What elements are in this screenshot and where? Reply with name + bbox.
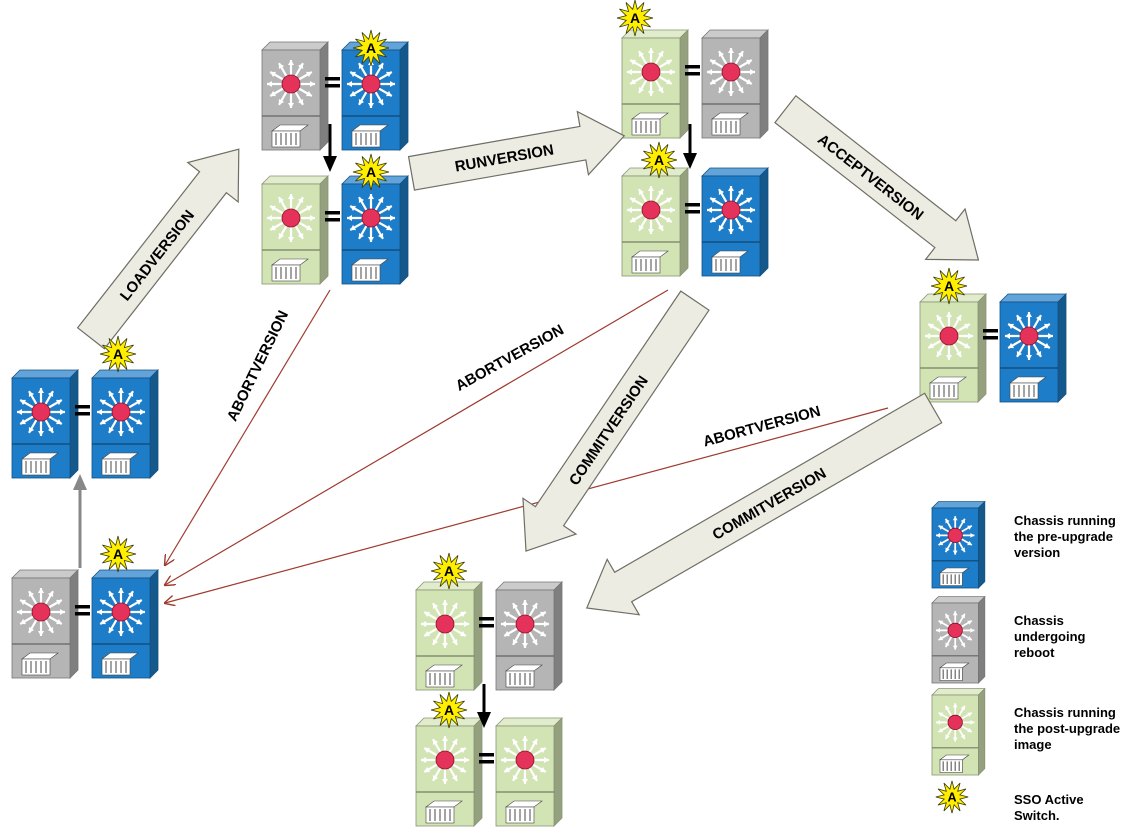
- equals-link-icon: [479, 617, 494, 628]
- star-badge-icon: A: [430, 691, 468, 729]
- equals-link-icon: [75, 605, 90, 616]
- switch-chassis-icon: [261, 175, 329, 285]
- legend-pre-upgrade: Chassis running the pre-upgrade version: [1014, 513, 1116, 560]
- switch-chassis-icon: [415, 581, 483, 691]
- switch-chassis-icon: [495, 581, 563, 691]
- svg-text:COMMITVERSION: COMMITVERSION: [566, 373, 652, 489]
- legend-reboot: Chassis undergoing reboot: [1014, 613, 1086, 660]
- svg-text:A: A: [113, 346, 123, 362]
- equals-link-icon: [325, 211, 340, 222]
- svg-text:A: A: [630, 10, 640, 26]
- loadversion-arrow: LOADVERSION: [76, 148, 240, 350]
- switch-chassis-icon: [919, 293, 987, 403]
- reload-arrow: [73, 474, 87, 568]
- equals-link-icon: [983, 329, 998, 340]
- abortversion-label: ABORTVERSION: [453, 321, 567, 394]
- switch-chassis-icon: [931, 595, 986, 684]
- runversion-arrow: RUNVERSION: [407, 110, 626, 191]
- star-badge-icon: A: [352, 29, 390, 67]
- svg-text:A: A: [113, 546, 123, 562]
- star-badge-icon: A: [352, 153, 390, 191]
- svg-text:COMMITVERSION: COMMITVERSION: [710, 465, 830, 544]
- switch-chassis-icon: [495, 717, 563, 827]
- star-badge-icon: A: [616, 0, 654, 37]
- switch-chassis-icon: [999, 293, 1067, 403]
- commitversion-arrow: COMMITVERSION: [522, 290, 710, 552]
- switch-chassis-icon: [341, 175, 409, 285]
- abortversion-label: ABORTVERSION: [224, 308, 292, 424]
- switch-chassis-icon: [701, 29, 769, 139]
- switch-chassis-icon: [261, 41, 329, 151]
- switch-chassis-icon: [621, 167, 689, 277]
- star-badge-icon: A: [430, 552, 468, 590]
- star-badge-icon: A: [99, 335, 137, 373]
- failover-arrow: [323, 124, 337, 172]
- abort-line: [165, 289, 669, 585]
- failover-arrow: [477, 684, 491, 728]
- switch-chassis-icon: [341, 41, 409, 151]
- abort-line: [165, 289, 331, 565]
- svg-text:A: A: [444, 702, 454, 718]
- switch-chassis-icon: [11, 569, 79, 679]
- svg-text:A: A: [944, 278, 954, 294]
- svg-text:ACCEPTVERSION: ACCEPTVERSION: [814, 131, 926, 224]
- svg-text:LOADVERSION: LOADVERSION: [117, 207, 198, 304]
- equals-link-icon: [325, 77, 340, 88]
- star-badge-icon: A: [640, 141, 678, 179]
- svg-text:A: A: [444, 563, 454, 579]
- switch-chassis-icon: [701, 167, 769, 277]
- equals-link-icon: [685, 65, 700, 76]
- switch-chassis-icon: [415, 717, 483, 827]
- switch-chassis-icon: [91, 569, 159, 679]
- equals-link-icon: [685, 203, 700, 214]
- switch-chassis-icon: [931, 687, 986, 776]
- failover-arrow: [683, 124, 697, 169]
- equals-link-icon: [479, 753, 494, 764]
- equals-link-icon: [75, 405, 90, 416]
- star-badge-icon: A: [930, 267, 968, 305]
- star-badge-icon: A: [99, 535, 137, 573]
- svg-text:A: A: [366, 40, 376, 56]
- svg-text:A: A: [947, 791, 956, 805]
- switch-chassis-icon: [91, 369, 159, 479]
- legend-post-upgrade: Chassis running the post-upgrade image: [1014, 705, 1121, 752]
- abortversion-label: ABORTVERSION: [701, 403, 822, 451]
- switch-chassis-icon: [11, 369, 79, 479]
- svg-text:A: A: [654, 152, 664, 168]
- acceptversion-arrow: ACCEPTVERSION: [774, 94, 980, 261]
- star-badge-icon: A: [935, 780, 969, 814]
- legend-sso-active: SSO Active Switch.: [1014, 792, 1084, 823]
- svg-text:A: A: [366, 164, 376, 180]
- switch-chassis-icon: [931, 500, 986, 589]
- switch-chassis-icon: [621, 29, 689, 139]
